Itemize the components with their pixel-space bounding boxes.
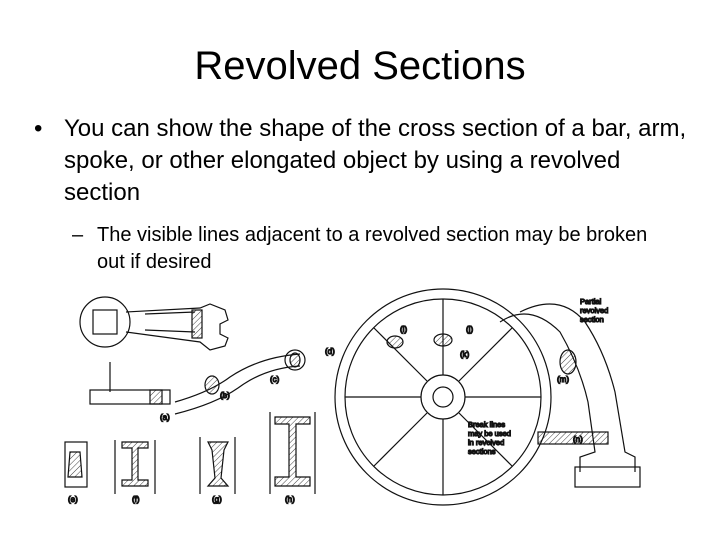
partial-revolved-note: Partial revolved section <box>579 296 609 324</box>
note-break-line1: Break lines <box>468 420 505 429</box>
label-m: (m) <box>557 375 569 384</box>
note-partial-line2: revolved <box>580 306 608 315</box>
label-d: (d) <box>325 347 335 356</box>
curved-arm-drawing <box>174 349 306 415</box>
label-h: (h) <box>285 495 295 504</box>
sub-bullet-point: – The visible lines adjacent to a revolv… <box>72 222 672 276</box>
slide-title: Revolved Sections <box>194 44 526 88</box>
beam-sections-drawing <box>64 412 316 494</box>
wheel-drawing <box>334 288 552 506</box>
revolved-sections-figure: (a) (b) (c) (d) (e) (f) (g) (h) (i) (j) … <box>64 288 641 506</box>
label-c: (c) <box>270 375 280 384</box>
note-break-line4: sections <box>468 447 496 456</box>
label-g: (g) <box>212 495 222 504</box>
note-break-line3: in revolved <box>468 438 504 447</box>
partial-section-drawing <box>499 303 641 488</box>
label-e: (e) <box>68 495 78 504</box>
break-lines-note: Break lines may be used in revolved sect… <box>467 419 511 456</box>
bullet-marker: • <box>34 115 43 142</box>
label-j: (j) <box>466 325 473 334</box>
note-partial-line1: Partial <box>580 297 602 306</box>
label-b: (b) <box>220 391 230 400</box>
bullet-text: You can show the shape of the cross sect… <box>64 115 687 206</box>
label-i: (i) <box>400 325 407 334</box>
sub-bullet-text: The visible lines adjacent to a revolved… <box>97 224 648 273</box>
label-k: (k) <box>460 350 470 359</box>
bullet-point: • You can show the shape of the cross se… <box>34 113 694 209</box>
sub-bullet-marker: – <box>72 224 84 246</box>
note-break-line2: may be used <box>468 429 511 438</box>
wrench-drawing <box>79 296 229 405</box>
label-n: (n) <box>573 435 583 444</box>
label-f: (f) <box>132 495 140 504</box>
label-a: (a) <box>160 413 170 422</box>
note-partial-line3: section <box>580 315 604 324</box>
